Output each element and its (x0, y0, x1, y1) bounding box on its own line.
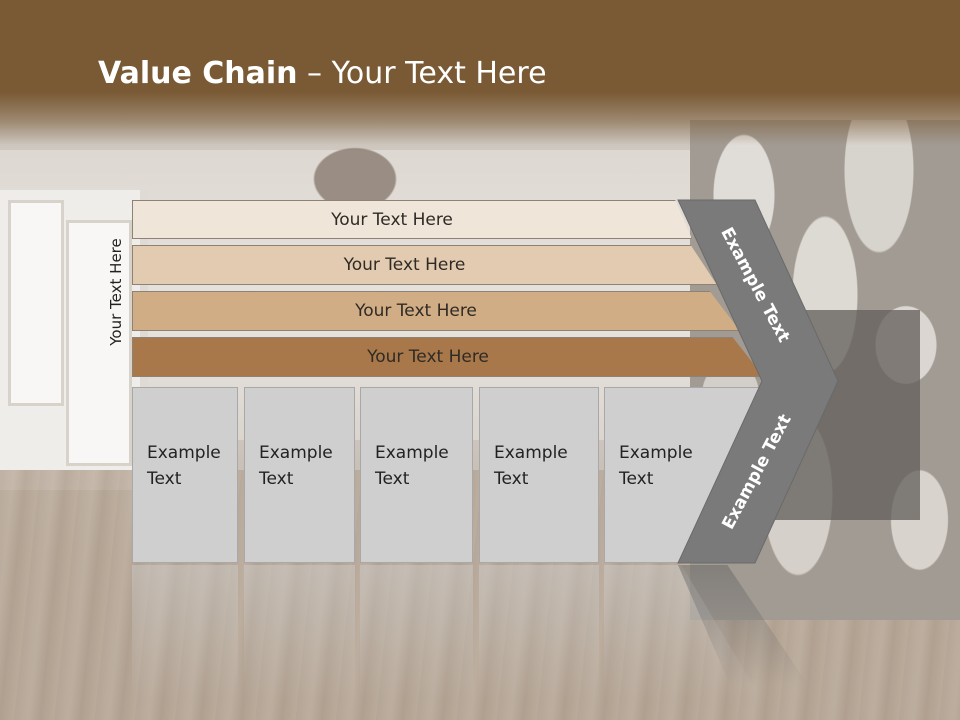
side-label-text: Your Text Here (107, 238, 125, 346)
bar-2-label: Your Text Here (343, 255, 466, 275)
box-2-label: Example Text (259, 443, 333, 489)
bar-3-label: Your Text Here (355, 301, 477, 321)
box-1-label: Example Text (147, 443, 221, 489)
header-band (0, 0, 960, 145)
title-bold: Value Chain (98, 56, 298, 91)
bar-3: Your Text Here (132, 291, 740, 331)
bar-4: Your Text Here (132, 337, 764, 377)
bar-1-label: Your Text Here (331, 209, 453, 230)
bar-1: Your Text Here (132, 200, 692, 239)
box-3: Example Text (360, 387, 473, 563)
box-4: Example Text (479, 387, 599, 563)
background-window (0, 190, 148, 490)
side-label: Your Text Here (103, 232, 129, 352)
box-1: Example Text (132, 387, 238, 563)
box-4-label: Example Text (494, 443, 568, 489)
box-3-label: Example Text (375, 443, 449, 489)
slide-title: Value Chain – Your Text Here (98, 52, 547, 96)
bar-2: Your Text Here (132, 245, 717, 285)
box-3-reflection (360, 565, 473, 700)
box-2-reflection (244, 565, 355, 700)
box-4-reflection (479, 565, 599, 700)
reflection (0, 565, 960, 720)
box-2: Example Text (244, 387, 355, 563)
chevron-arrow (677, 199, 839, 564)
box-5-label: Example Text (619, 443, 693, 489)
bar-4-label: Your Text Here (367, 347, 489, 367)
title-rest: – Your Text Here (297, 56, 547, 91)
box-1-reflection (132, 565, 238, 700)
chevron-shape (677, 199, 839, 564)
